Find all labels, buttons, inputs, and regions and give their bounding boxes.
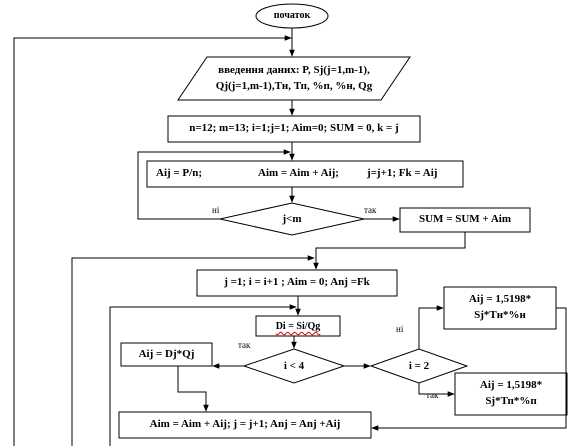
edge-loop3 xyxy=(109,304,297,446)
edge-cond-i2-yes xyxy=(418,383,455,397)
edge-cond1-no xyxy=(137,149,291,220)
sum-label: SUM = SUM + Aim xyxy=(419,213,511,225)
start-label: початок xyxy=(273,10,311,21)
edge-aij-q-accumulate xyxy=(177,366,209,412)
accumulate-process xyxy=(118,411,372,439)
cond-i4-yes-label: так xyxy=(238,340,251,350)
cond1-label: j<m xyxy=(282,213,302,225)
loop1-label-b: Aim = Aim + Aij; xyxy=(258,167,339,179)
input-parallelogram xyxy=(177,56,411,101)
edge-cond-i2-no xyxy=(418,305,444,349)
cond-i2-label: i = 2 xyxy=(408,360,430,372)
input-label-line1: введення даних: P, Sj(j=1,m-1), xyxy=(218,64,370,76)
di-label: Di = Si/Qg xyxy=(275,321,321,332)
init-process xyxy=(167,115,421,143)
cond-i2-no-label: ні xyxy=(396,324,404,334)
aij-q-label: Aij = Dj*Qj xyxy=(138,348,195,360)
input-label-line2: Qj(j=1,m-1),Тн, Тп, %п, %н, Qg xyxy=(215,80,373,92)
aij-p-label-line2: Sj*Тп*%п xyxy=(485,395,537,407)
aij-n-label-line2: Sj*Тн*%н xyxy=(474,309,526,321)
cond1-no-label: ні xyxy=(212,205,220,215)
aij-n-process xyxy=(443,286,557,330)
aij-p-label-line1: Aij = 1,5198* xyxy=(479,379,543,391)
aij-n-label-line1: Aij = 1,5198* xyxy=(468,293,532,305)
edge-loop2 xyxy=(71,255,315,446)
edge-sum-reset xyxy=(313,232,466,270)
loop1-label-a: Aij = P/n; xyxy=(156,167,202,179)
cond-i2-yes-label: так xyxy=(426,390,439,400)
sum-process xyxy=(399,207,531,233)
edge-right-collector xyxy=(556,307,567,420)
edge-outer-loop xyxy=(13,37,292,446)
edge-collector-accumulate xyxy=(371,420,567,431)
cond1-yes-label: так xyxy=(364,205,377,215)
reset-label: j =1; i = i+1 ; Aim = 0; Anj =Fk xyxy=(224,276,370,288)
init-label: n=12; m=13; i=1;j=1; Aim=0; SUM = 0, k =… xyxy=(189,122,399,134)
cond-i2-decision xyxy=(369,348,469,384)
aij-q-process xyxy=(120,342,213,367)
loop1-process xyxy=(146,160,464,188)
reset-process xyxy=(196,269,398,297)
cond-i4-label: i < 4 xyxy=(283,360,305,372)
di-process xyxy=(255,315,341,337)
accumulate-label: Aim = Aim + Aij; j = j+1; Anj = Anj +Aij xyxy=(149,418,341,430)
loop1-label-c: j=j+1; Fk = Aij xyxy=(367,167,438,179)
